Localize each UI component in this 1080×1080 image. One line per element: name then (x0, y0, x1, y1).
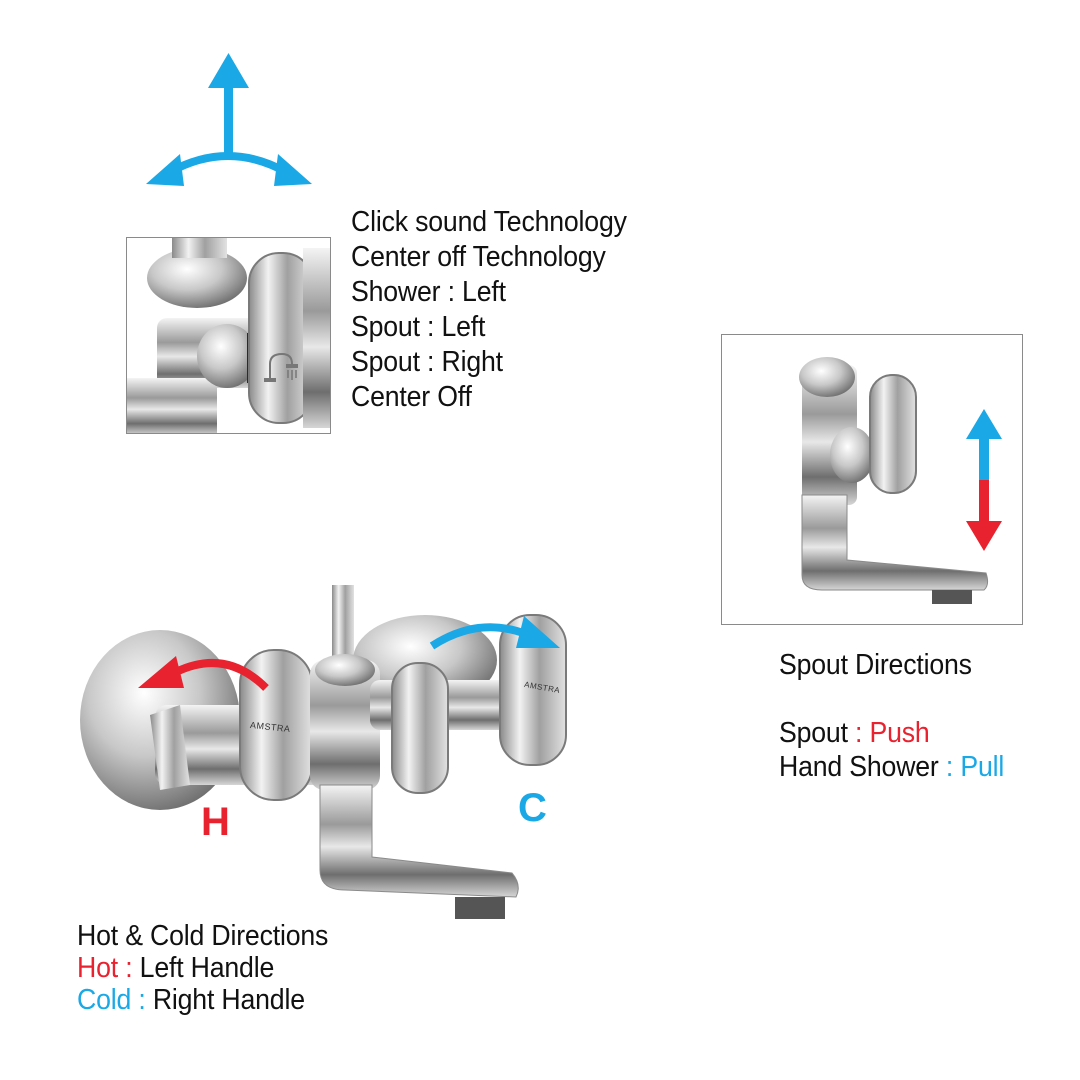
spout-sep: : (847, 717, 870, 749)
three-way-arrow-icon (146, 53, 312, 186)
hot-letter: H (201, 800, 230, 844)
closeup-photo (126, 237, 331, 434)
faucet-photo (80, 585, 567, 919)
feature-item: Click sound Technology (351, 206, 627, 238)
hand-shower-pull-value: Pull (960, 751, 1005, 783)
cold-line: Cold : Right Handle (77, 983, 305, 1018)
spout-directions-heading: Spout Directions (779, 649, 972, 681)
cold-value: Right Handle (145, 984, 305, 1016)
hand-shower-label: Hand Shower (779, 751, 939, 783)
features-list: Click sound Technology Center off Techno… (351, 205, 627, 415)
spout-push-value: Push (869, 717, 930, 749)
feature-item: Center Off (351, 381, 472, 413)
cold-label: Cold : (77, 984, 146, 1016)
rotate-left-arrow-icon (138, 656, 269, 691)
feature-item: Spout : Left (351, 311, 486, 343)
hand-shower-pull-line: Hand Shower : Pull (779, 750, 1004, 785)
spout-photo (721, 334, 1023, 625)
up-down-arrow-icon (966, 409, 1002, 551)
hot-line: Hot : Left Handle (77, 951, 274, 986)
feature-item: Spout : Right (351, 346, 503, 378)
shower-icon (264, 352, 298, 382)
hot-label: Hot : (77, 952, 133, 984)
feature-item: Shower : Left (351, 276, 506, 308)
spout-label: Spout (779, 717, 848, 749)
feature-item: Center off Technology (351, 241, 606, 273)
hot-value: Left Handle (132, 952, 275, 984)
cold-letter: C (518, 786, 547, 830)
hot-cold-heading: Hot & Cold Directions (77, 920, 329, 952)
hand-shower-sep: : (938, 751, 961, 783)
spout-push-line: Spout : Push (779, 716, 930, 751)
rotate-right-arrow-icon (429, 616, 560, 650)
